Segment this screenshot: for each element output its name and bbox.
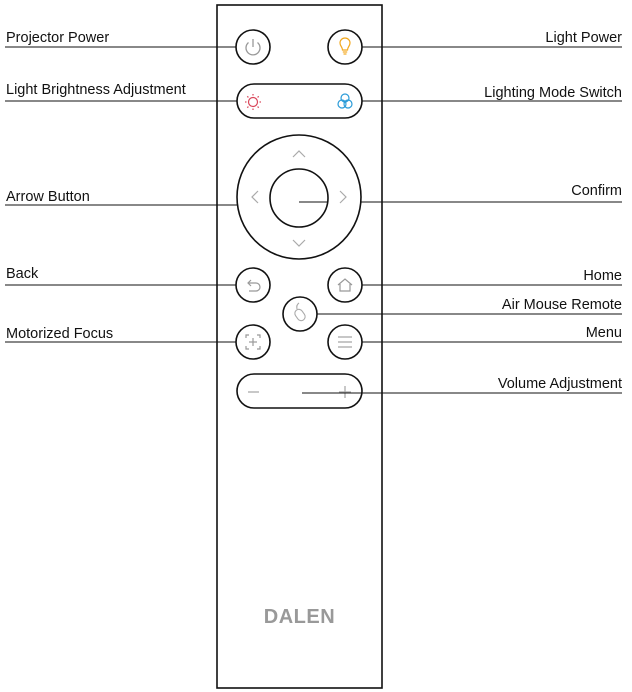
volume-rocker[interactable] [236, 373, 363, 409]
air-mouse-button[interactable] [282, 296, 318, 332]
label-light-brightness: Light Brightness Adjustment [6, 82, 186, 98]
light-power-button[interactable] [327, 29, 363, 65]
label-arrow-button: Arrow Button [6, 189, 90, 205]
leader-lines [5, 46, 622, 394]
arrow-down-icon [292, 239, 306, 247]
arrow-right-icon [339, 190, 347, 204]
label-lighting-mode: Lighting Mode Switch [484, 85, 622, 101]
brand-logo: DALEN [263, 606, 336, 628]
label-home: Home [583, 268, 622, 284]
arrow-up-icon [292, 150, 306, 158]
back-button[interactable] [235, 267, 271, 303]
color-circles-icon [337, 93, 353, 109]
back-arrow-icon [247, 279, 261, 292]
menu-icon [338, 336, 352, 348]
light-control-pill [236, 83, 363, 119]
confirm-button[interactable] [269, 168, 329, 228]
lightbulb-icon [339, 37, 351, 55]
label-light-power: Light Power [545, 30, 622, 46]
brightness-button[interactable] [245, 94, 261, 110]
label-projector-power: Projector Power [6, 30, 110, 46]
label-volume: Volume Adjustment [497, 376, 622, 392]
label-back: Back [6, 266, 39, 282]
arrow-left-icon [251, 190, 259, 204]
brightness-sun-icon [245, 94, 261, 110]
arrow-dpad[interactable] [236, 134, 362, 260]
mouse-icon [294, 302, 306, 322]
focus-icon [245, 334, 261, 350]
menu-button[interactable] [327, 324, 363, 360]
home-button[interactable] [327, 267, 363, 303]
label-confirm: Confirm [571, 183, 622, 199]
projector-power-button[interactable] [235, 29, 271, 65]
label-air-mouse: Air Mouse Remote [501, 297, 622, 313]
volume-plus-icon [339, 386, 351, 398]
power-icon [245, 39, 261, 56]
lighting-mode-button[interactable] [337, 93, 353, 109]
home-icon [337, 278, 353, 292]
label-motorized-focus: Motorized Focus [6, 326, 114, 342]
focus-button[interactable] [235, 324, 271, 360]
label-menu: Menu [585, 325, 622, 341]
